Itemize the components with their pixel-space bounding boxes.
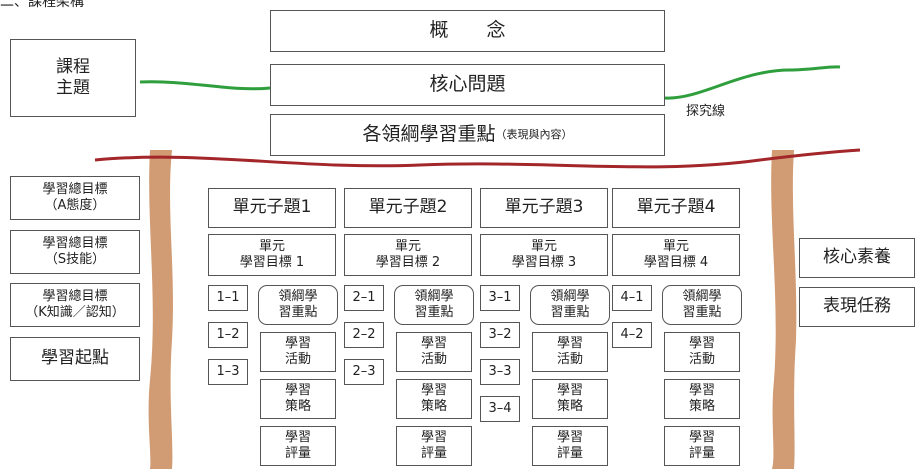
learning-activity-box: 學習 活動 [260, 332, 336, 372]
subtopic-item: 2–1 [344, 285, 384, 311]
learning-assessment-box: 學習 評量 [664, 426, 740, 466]
learning-strategy-box: 學習 策略 [664, 379, 740, 419]
left-post [148, 150, 173, 469]
learning-assessment-box: 學習 評量 [396, 426, 472, 466]
subtopic-item: 2–3 [344, 359, 384, 385]
domain-focus-rounded-box: 領綱學 習重點 [662, 285, 742, 325]
learning-strategy-box: 學習 策略 [260, 379, 336, 419]
red-string [94, 148, 861, 169]
domain-focus-note: （表現與內容） [495, 128, 573, 142]
learning-assessment-box: 學習 評量 [260, 426, 336, 466]
unit-objective: 單元 學習目標 1 [208, 234, 336, 276]
goal-skill-box: 學習總目標 （S技能） [10, 230, 140, 274]
unit-objective: 單元 學習目標 4 [612, 234, 740, 276]
subtopic-item: 1–1 [208, 285, 248, 311]
learning-assessment-box: 學習 評量 [532, 426, 608, 466]
goal-attitude-box: 學習總目標 （A態度） [10, 176, 140, 220]
unit-title: 單元子題3 [480, 188, 608, 228]
core-literacy-box: 核心素養 [799, 238, 915, 278]
domain-focus-main: 各領綱學習重點 [362, 123, 496, 146]
course-topic-box: 課程 主題 [10, 39, 136, 117]
goal-knowledge-box: 學習總目標 （K知識／認知） [10, 283, 140, 327]
subtopic-item: 3–3 [480, 359, 520, 385]
unit-title: 單元子題1 [208, 188, 336, 228]
subtopic-item: 3–4 [480, 396, 520, 422]
domain-focus-box: 各領綱學習重點（表現與內容） [270, 114, 665, 156]
domain-focus-rounded-box: 領綱學 習重點 [258, 285, 338, 325]
core-question-box: 核心問題 [270, 64, 665, 106]
subtopic-item: 3–1 [480, 285, 520, 311]
learning-activity-box: 學習 活動 [532, 332, 608, 372]
concept-box: 概 念 [270, 10, 665, 52]
inquiry-line-label: 探究線 [686, 104, 726, 119]
right-post [771, 150, 797, 469]
subtopic-item: 3–2 [480, 322, 520, 348]
starting-point-box: 學習起點 [10, 337, 140, 381]
unit-title: 單元子題2 [344, 188, 472, 228]
unit-title: 單元子題4 [612, 188, 740, 228]
unit-objective: 單元 學習目標 2 [344, 234, 472, 276]
section-header: 二、課程架構 [0, 0, 84, 10]
domain-focus-rounded-box: 領綱學 習重點 [394, 285, 474, 325]
unit-objective: 單元 學習目標 3 [480, 234, 608, 276]
subtopic-item: 4–1 [612, 285, 652, 311]
learning-strategy-box: 學習 策略 [532, 379, 608, 419]
performance-task-box: 表現任務 [799, 287, 915, 327]
learning-activity-box: 學習 活動 [664, 332, 740, 372]
subtopic-item: 2–2 [344, 322, 384, 348]
learning-activity-box: 學習 活動 [396, 332, 472, 372]
subtopic-item: 4–2 [612, 322, 652, 348]
subtopic-item: 1–2 [208, 322, 248, 348]
subtopic-item: 1–3 [208, 359, 248, 385]
green-inquiry-line [139, 65, 841, 100]
learning-strategy-box: 學習 策略 [396, 379, 472, 419]
domain-focus-rounded-box: 領綱學 習重點 [530, 285, 610, 325]
